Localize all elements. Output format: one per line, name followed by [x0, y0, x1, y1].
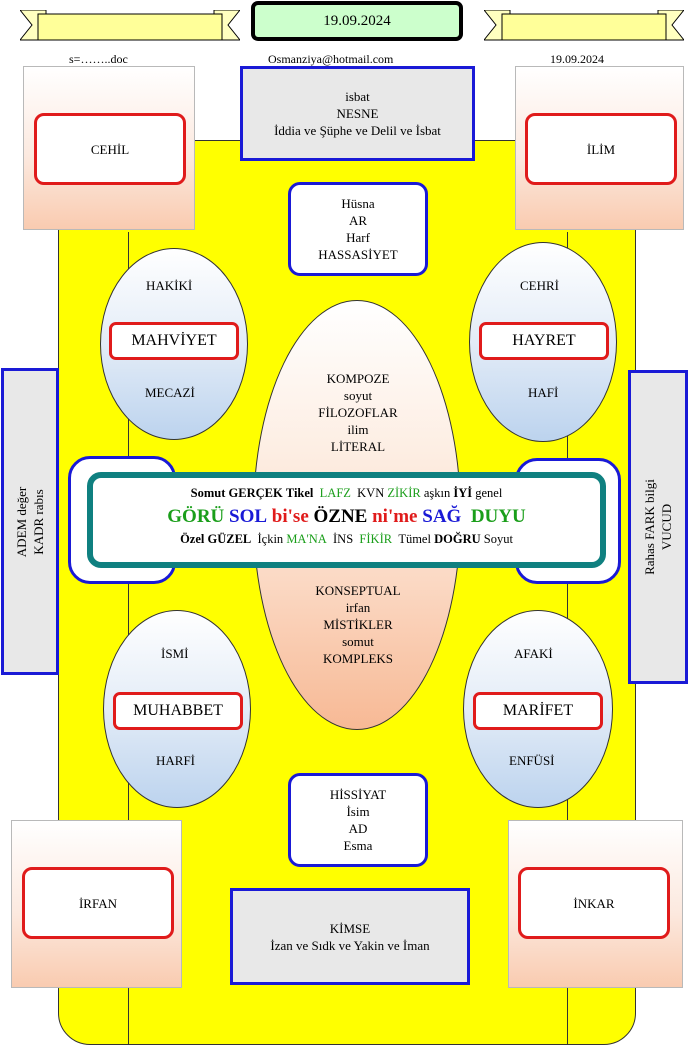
oval-bottom-right-top: AFAKİ [514, 646, 553, 661]
banner-row-3: Özel GÜZEL İçkin MA'NA İNS FİKİR Tümel D… [180, 532, 513, 546]
left-note: s=……..doc [69, 52, 128, 66]
date-banner: 19.09.2024 [251, 1, 463, 41]
right-date: 19.09.2024 [550, 52, 604, 66]
muhabbet-box: MUHABBET [113, 692, 243, 730]
side-right-text: Rahas FARK bilgi VUCUD [642, 479, 674, 575]
side-right-box: Rahas FARK bilgi VUCUD [628, 370, 688, 684]
center-banner: Somut GERÇEK Tikel LAFZ KVN ZİKİR aşkın … [87, 472, 606, 568]
right-ribbon [484, 10, 684, 41]
husna-box: Hüsna AR Harf HASSASİYET [288, 182, 428, 276]
kimse-box: KİMSE İzan ve Sıdk ve Yakin ve İman [230, 888, 470, 985]
banner-row-2: GÖRÜ SOL bi'se ÖZNE ni'me SAĞ DUYU [167, 506, 526, 527]
oval-top-right-bottom: HAFİ [528, 385, 559, 400]
mahviyet-box: MAHVİYET [109, 322, 239, 360]
inkar-box: İNKAR [518, 867, 670, 939]
side-left-text: ADEM değer KADR rabıs [14, 486, 46, 557]
oval-bottom-left-bottom: HARFİ [156, 753, 196, 768]
ilim-box: İLİM [525, 113, 677, 185]
nesne-box: isbat NESNE İddia ve Şüphe ve Delil ve İ… [240, 66, 475, 161]
hayret-box: HAYRET [479, 322, 609, 360]
marifet-box: MARİFET [473, 692, 603, 730]
email: Osmanziya@hotmail.com [268, 52, 394, 66]
oval-top-left-bottom: MECAZİ [145, 385, 195, 400]
left-ribbon [20, 10, 240, 41]
oval-bottom-right-bottom: ENFÜSİ [509, 753, 555, 768]
oval-bottom-left-top: İSMİ [161, 646, 189, 661]
center-lower-text: KONSEPTUAL irfan MİSTİKLER somut KOMPLEK… [315, 583, 401, 666]
banner-row-1: Somut GERÇEK Tikel LAFZ KVN ZİKİR aşkın … [190, 486, 503, 500]
center-upper-text: KOMPOZE soyut FİLOZOFLAR ilim LİTERAL [318, 371, 398, 454]
hissiyat-box: HİSSİYAT İsim AD Esma [288, 773, 428, 867]
oval-top-right-top: CEHRİ [520, 278, 559, 293]
oval-top-left-top: HAKİKİ [146, 278, 193, 293]
cehil-box: CEHİL [34, 113, 186, 185]
side-left-box: ADEM değer KADR rabıs [1, 368, 59, 675]
irfan-box: İRFAN [22, 867, 174, 939]
date-banner-text: 19.09.2024 [323, 12, 391, 29]
